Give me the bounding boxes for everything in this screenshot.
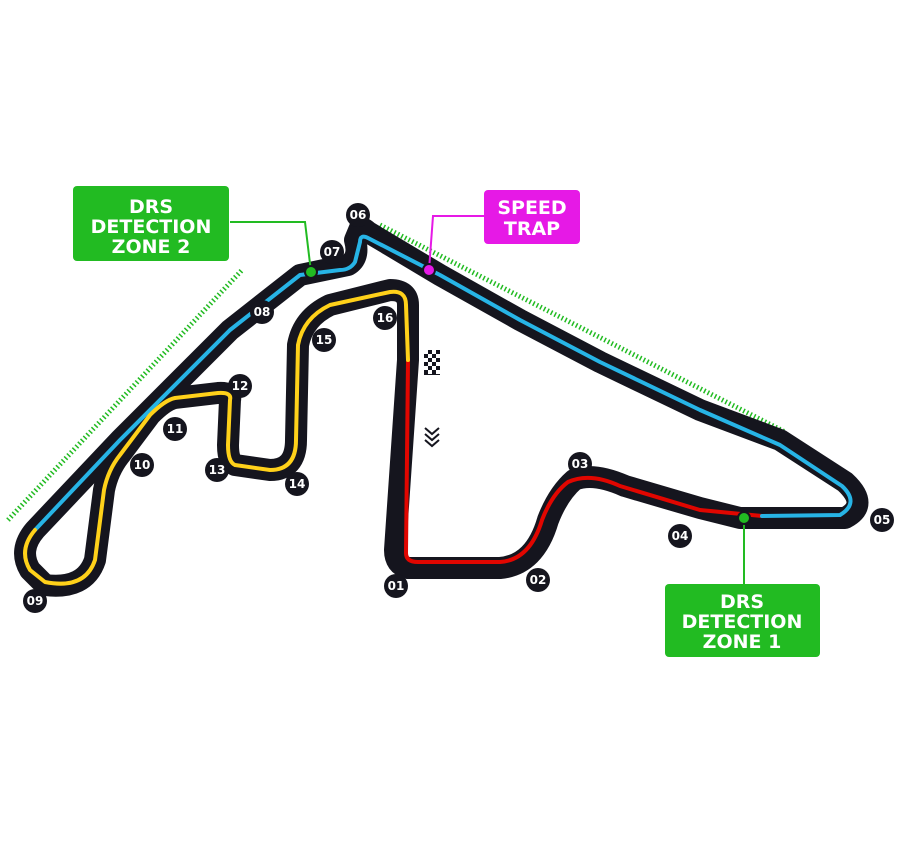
callout-line: ZONE 2 (112, 236, 191, 258)
turn-number: 07 (324, 245, 341, 259)
drs-detection-point-2 (304, 265, 318, 279)
turn-badge: 10 (130, 453, 154, 477)
speed-trap-callout: SPEED TRAP (484, 190, 580, 244)
callout-line: ZONE 1 (703, 631, 782, 653)
callout-connectors (230, 215, 745, 584)
turn-number: 16 (377, 311, 394, 325)
callout-line: DETECTION (91, 216, 212, 238)
turn-badge: 03 (568, 452, 592, 476)
turn-number: 13 (209, 463, 226, 477)
turn-badge: 09 (23, 589, 47, 613)
turn-badge: 12 (228, 374, 252, 398)
turn-badge: 16 (373, 306, 397, 330)
turn-badge: 08 (250, 300, 274, 324)
turn-number: 12 (232, 379, 249, 393)
turn-number: 15 (316, 333, 333, 347)
sector-3 (23, 289, 410, 586)
turn-number: 05 (874, 513, 891, 527)
sector-1 (404, 358, 764, 564)
direction-chevrons-icon (424, 427, 440, 448)
turn-badge: 05 (870, 508, 894, 532)
turn-number: 01 (388, 579, 405, 593)
turn-number: 04 (672, 529, 689, 543)
turn-badge: 04 (668, 524, 692, 548)
turn-number: 06 (350, 208, 367, 222)
callout-line: TRAP (504, 218, 560, 240)
turn-badge: 02 (526, 568, 550, 592)
turn-badge: 15 (312, 328, 336, 352)
turn-number: 02 (530, 573, 547, 587)
turn-number: 09 (27, 594, 44, 608)
drs-detection-zone-1-callout: DRS DETECTION ZONE 1 (665, 584, 820, 657)
start-finish-flag-icon (424, 350, 440, 375)
drs-detection-point-1 (737, 511, 751, 525)
speed-trap-point (422, 263, 436, 277)
callout-line: DRS (720, 591, 764, 613)
callout-line: SPEED (497, 197, 566, 219)
drs-detection-zone-2-callout: DRS DETECTION ZONE 2 (73, 186, 229, 261)
turn-badge: 13 (205, 458, 229, 482)
turn-badge: 14 (285, 472, 309, 496)
turn-number: 10 (134, 458, 151, 472)
turn-badge: 07 (320, 240, 344, 264)
turn-number: 03 (572, 457, 589, 471)
turn-badge: 06 (346, 203, 370, 227)
turn-badge: 11 (163, 417, 187, 441)
turn-badge: 01 (384, 574, 408, 598)
sector-2 (33, 234, 853, 532)
callout-line: DETECTION (682, 611, 803, 633)
turn-number: 11 (167, 422, 184, 436)
drs-zone-markers (6, 222, 787, 522)
callout-line: DRS (129, 196, 173, 218)
turn-number: 08 (254, 305, 271, 319)
turn-number: 14 (289, 477, 306, 491)
